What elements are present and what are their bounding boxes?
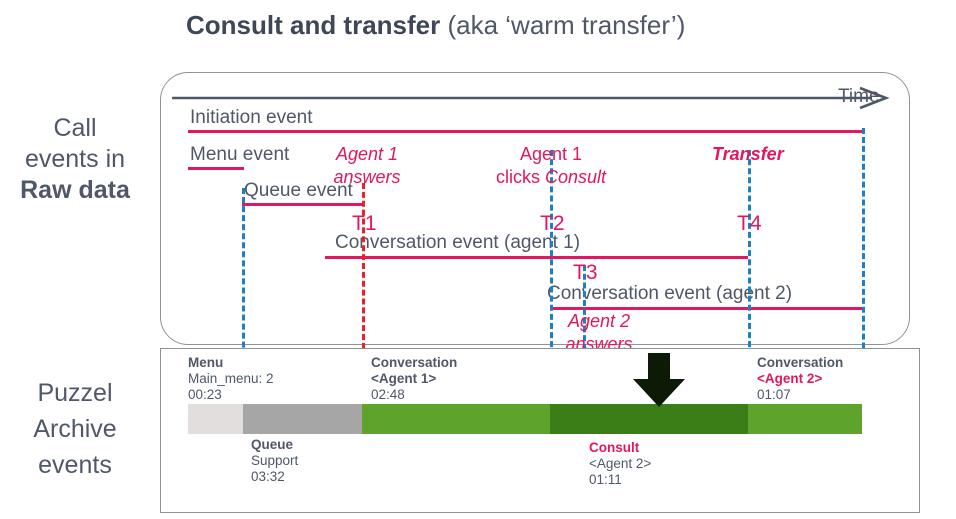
page-title: Consult and transfer (aka ‘warm transfer…: [186, 10, 926, 41]
row-label-archive: Puzzel Archive events: [0, 375, 150, 483]
archive-label-consult-heading: Consult: [589, 440, 640, 455]
archive-label-consult-duration: 01:11: [589, 472, 622, 487]
archive-label-consult: Consult <Agent 2> 01:11: [589, 440, 651, 488]
annotation-transfer: Transfer: [712, 144, 784, 164]
archive-label-conversation-1-detail: <Agent 1>: [371, 371, 437, 386]
time-axis-label: Time: [838, 86, 880, 107]
archive-label-queue: Queue Support 03:32: [251, 437, 298, 485]
row-label-raw-line1: Call: [53, 114, 97, 142]
archive-label-queue-heading: Queue: [251, 437, 294, 452]
annotation-consult-word: Consult: [544, 167, 607, 187]
guide-line-queue-start: [242, 188, 245, 420]
row-label-raw-line2: events in: [24, 145, 126, 173]
guide-line-t4: [748, 150, 751, 420]
archive-block-menu[interactable]: [188, 404, 243, 434]
title-rest: (aka ‘warm transfer’): [440, 10, 686, 40]
event-label-queue: Queue event: [244, 180, 353, 201]
event-bar-conversation-agent-1: [325, 256, 748, 259]
event-bar-queue: [242, 203, 362, 206]
archive-label-conversation-1-heading: Conversation: [371, 355, 458, 370]
archive-label-conversation-2-duration: 01:07: [757, 387, 791, 402]
time-axis-arrow: [172, 86, 890, 110]
annotation-clicks-word: clicks: [495, 167, 545, 187]
event-label-conversation-agent-1: Conversation event (agent 1): [335, 232, 581, 253]
archive-label-conversation-1: Conversation <Agent 1> 02:48: [371, 355, 457, 403]
annotation-clicks-consult-line1: Agent 1: [519, 144, 583, 164]
archive-block-conversation-1[interactable]: [362, 404, 550, 434]
guide-line-t1: [362, 183, 365, 420]
event-label-conversation-agent-2: Conversation event (agent 2): [547, 283, 793, 304]
archive-label-menu-heading: Menu: [188, 355, 224, 370]
event-bar-initiation: [188, 130, 862, 133]
archive-label-conversation-2: Conversation <Agent 2> 01:07: [757, 355, 843, 403]
event-label-menu: Menu event: [190, 144, 290, 165]
annotation-agent-1-answers-line2: answers: [333, 167, 401, 187]
annotation-agent-2-answers-line1: Agent 2: [567, 311, 631, 331]
row-label-raw-data: Call events in Raw data: [0, 113, 150, 206]
guide-line-call-end: [862, 128, 865, 420]
archive-block-consult[interactable]: [550, 404, 748, 434]
raw-data-panel: [160, 72, 910, 345]
annotation-agent-1-answers-line1: Agent 1: [335, 144, 399, 164]
archive-label-conversation-2-detail: <Agent 2>: [757, 371, 823, 386]
guide-line-t3: [583, 265, 586, 420]
event-bar-conversation-agent-2: [550, 307, 862, 310]
guide-line-t2: [550, 150, 553, 420]
row-label-archive-line2: Archive: [33, 415, 117, 443]
row-label-archive-line3: events: [38, 451, 112, 479]
event-bar-menu: [188, 167, 244, 170]
archive-label-consult-detail: <Agent 2>: [589, 456, 652, 471]
consult-down-arrow-icon: [630, 353, 688, 409]
archive-label-menu: Menu Main_menu: 2 00:23: [188, 355, 274, 403]
archive-label-queue-detail: Support: [251, 453, 299, 468]
row-label-archive-line1: Puzzel: [37, 379, 113, 407]
archive-label-conversation-2-heading: Conversation: [757, 355, 844, 370]
annotation-clicks-consult-line2: clicks Consult: [490, 166, 612, 189]
time-marker-t3: T3: [573, 261, 598, 284]
time-marker-t4: T4: [737, 212, 762, 235]
archive-label-queue-duration: 03:32: [251, 469, 285, 484]
row-label-raw-line3: Raw data: [20, 176, 130, 204]
annotation-agent-1-clicks-consult: Agent 1 clicks Consult: [490, 143, 612, 189]
annotation-agent-1-answers: Agent 1 answers: [322, 143, 412, 189]
archive-block-conversation-2[interactable]: [748, 404, 862, 434]
event-label-initiation: Initiation event: [190, 107, 313, 128]
archive-label-menu-detail: Main_menu: 2: [188, 371, 274, 386]
archive-label-conversation-1-duration: 02:48: [371, 387, 405, 402]
time-marker-t1: T1: [352, 212, 377, 235]
time-marker-t2: T2: [540, 212, 565, 235]
archive-label-menu-duration: 00:23: [188, 387, 222, 402]
archive-block-queue[interactable]: [243, 404, 362, 434]
title-bold: Consult and transfer: [186, 10, 441, 40]
